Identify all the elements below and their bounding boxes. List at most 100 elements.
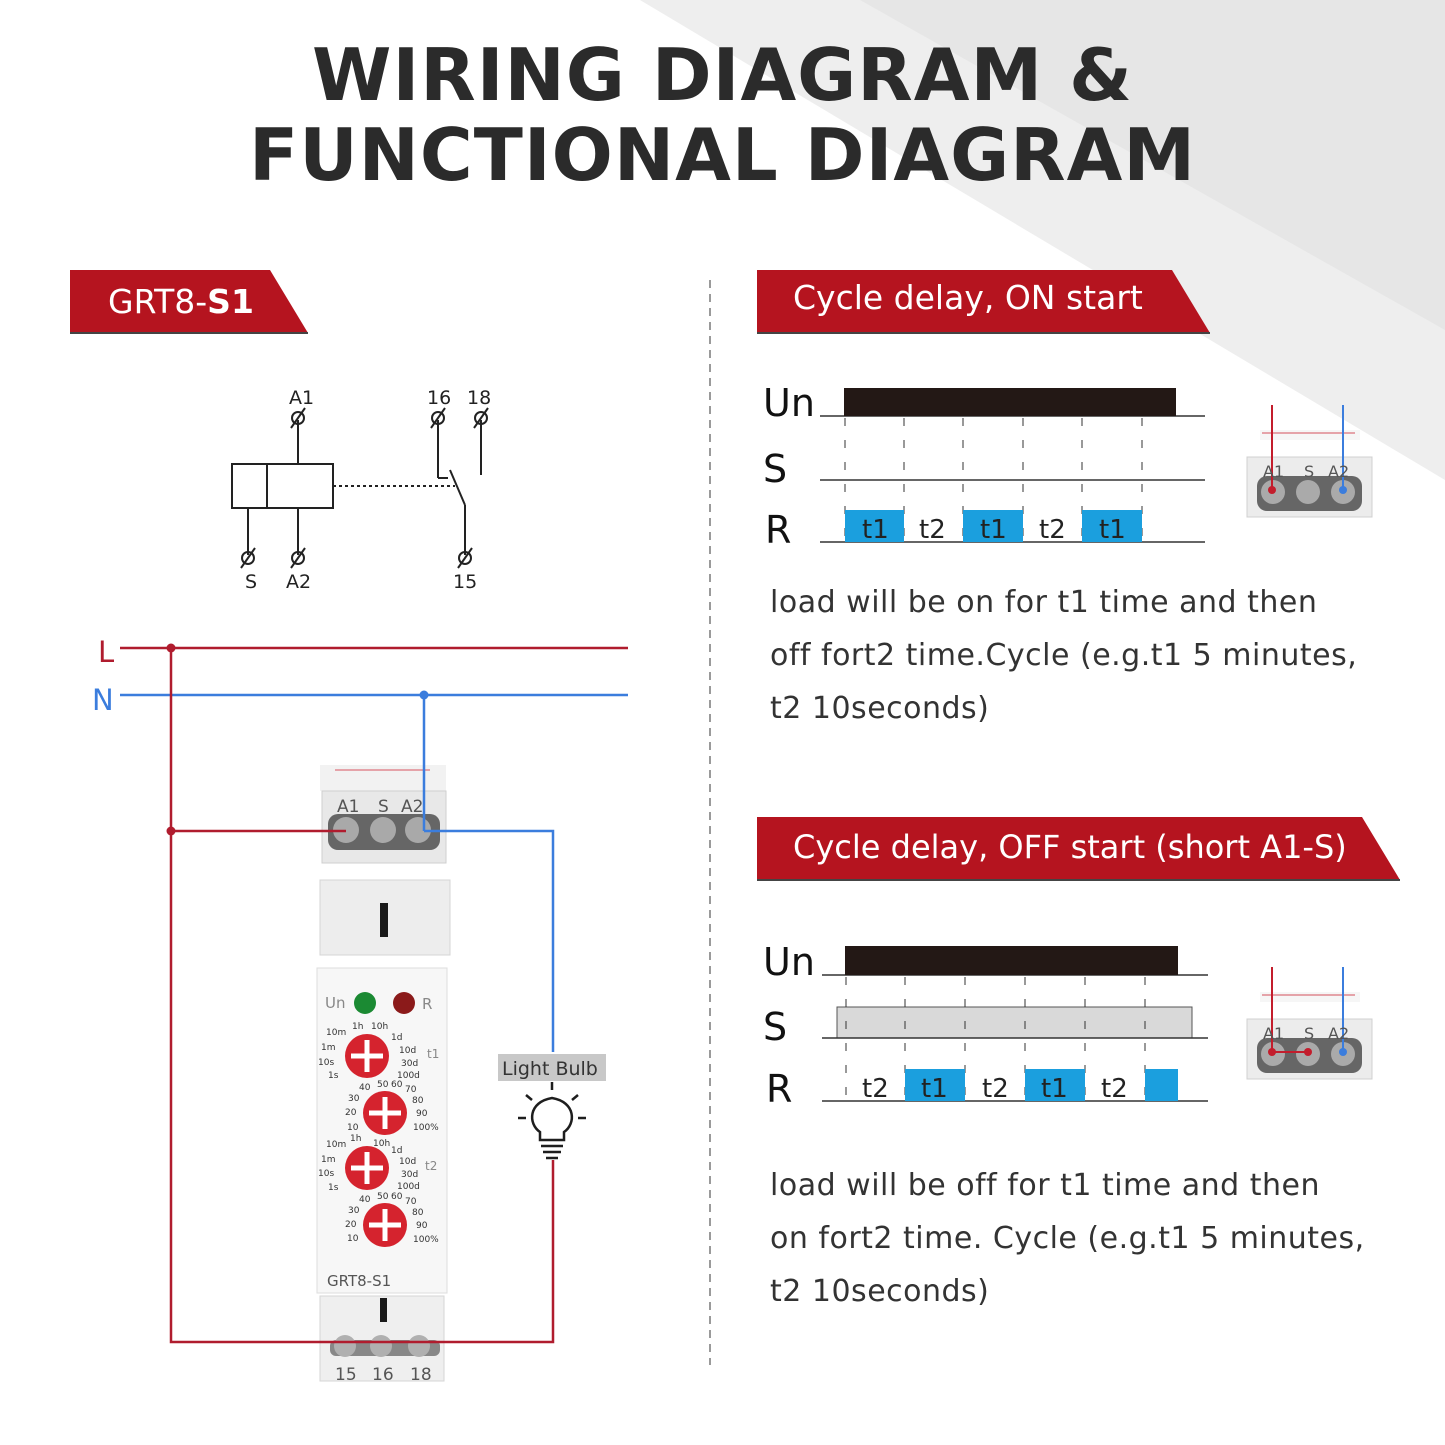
s-bar (836, 1006, 1193, 1039)
un-bar (844, 388, 1176, 416)
dial3-scale-1d: 1d (391, 1146, 402, 1156)
dial3-scale-30d: 30d (401, 1170, 418, 1180)
diagram1-banner (757, 270, 1210, 334)
schematic-label-18: 18 (467, 387, 491, 409)
diagram2-description: load will be off for t1 time and then on… (770, 1159, 1410, 1318)
terminal-symbol-a1 (290, 407, 306, 429)
dial-2 (363, 1091, 407, 1135)
r-led (393, 992, 415, 1014)
timing-diagram-1 (820, 388, 1205, 543)
diagram1-description-line: load will be on for t1 time and then (770, 585, 1318, 620)
dial2-scale-10: 10 (347, 1123, 359, 1133)
dial2-scale-50: 50 (377, 1080, 389, 1090)
device-terminal-15: 15 (335, 1365, 357, 1385)
d2-seg-4: t2 (1101, 1074, 1128, 1104)
schematic-label-s: S (245, 571, 257, 593)
d1-row-label-s: S (763, 447, 787, 491)
dial4-scale-80: 80 (412, 1208, 424, 1218)
dial4-scale-20: 20 (345, 1220, 357, 1230)
line-label: L (98, 635, 114, 669)
d2-seg-1: t1 (921, 1074, 948, 1104)
un-bar (845, 946, 1178, 975)
schematic-label-a2: A2 (286, 571, 311, 593)
diagram2-description-line: load will be off for t1 time and then (770, 1168, 1320, 1203)
pulse-t1-b (1025, 1069, 1085, 1101)
dial3-scale-10h: 10h (373, 1139, 390, 1149)
dial2-scale-20: 20 (345, 1108, 357, 1118)
dial3-scale-1m: 1m (321, 1155, 336, 1165)
light-bulb-icon (518, 1082, 586, 1160)
dial3-scale-10m: 10m (326, 1140, 346, 1150)
d1-seg-0: t1 (862, 515, 889, 545)
relay-schematic (231, 407, 489, 569)
wiring (120, 643, 628, 1344)
diagram1-description-line: off fort2 time.Cycle (e.g.t1 5 minutes, (770, 638, 1358, 673)
dial2-scale-90: 90 (416, 1109, 428, 1119)
light-bulb-label-bg (498, 1054, 606, 1081)
d2-seg-2: t2 (982, 1074, 1009, 1104)
schematic-label-16: 16 (427, 387, 451, 409)
dial4-scale-30: 30 (348, 1206, 360, 1216)
diagram1-description-line: t2 10seconds) (770, 691, 990, 726)
d1-terminal-a2: A2 (1328, 462, 1349, 481)
terminal-symbol-18 (473, 407, 489, 429)
neutral-label: N (92, 683, 114, 717)
d1-row-label-r: R (765, 508, 791, 552)
d2-seg-0: t2 (862, 1074, 889, 1104)
dial1-scale-10d: 10d (399, 1046, 416, 1056)
dial1-scale-100d: 100d (397, 1071, 420, 1081)
terminal-screw-s (370, 817, 396, 843)
dial1-scale-1s: 1s (328, 1071, 339, 1081)
pulse-t1-a (905, 1069, 965, 1101)
d2-row-label-s: S (763, 1005, 787, 1049)
un-led (354, 992, 376, 1014)
terminal-block-2 (1246, 967, 1373, 1080)
dial1-scale-10h: 10h (371, 1022, 388, 1032)
bulb-neutral-wire (424, 829, 555, 1052)
dial2-scale-30: 30 (348, 1094, 360, 1104)
d1-terminal-a1: A1 (1263, 462, 1284, 481)
dial1-scale-30d: 30d (401, 1059, 418, 1069)
dial1-scale-1d: 1d (391, 1033, 402, 1043)
dial2-scale-70: 70 (405, 1085, 417, 1095)
dial3-scale-1s: 1s (328, 1183, 339, 1193)
dial-3 (345, 1146, 389, 1190)
dial4-scale-50: 50 (377, 1192, 389, 1202)
dial4-scale-60: 60 (391, 1192, 403, 1202)
d1-row-label-un: Un (763, 381, 815, 425)
pulse-t1-c (1082, 510, 1142, 542)
dial3-scale-1h: 1h (350, 1134, 361, 1144)
terminal-screw-16 (370, 1335, 392, 1357)
device-model-label: GRT8-S1 (327, 1272, 391, 1290)
dial1-scale-1h: 1h (352, 1022, 363, 1032)
diagram2-description-line: t2 10seconds) (770, 1274, 990, 1309)
dial4-scale-70: 70 (405, 1197, 417, 1207)
relay-coil (231, 463, 334, 509)
diagram2-banner (757, 817, 1400, 881)
d1-seg-3: t2 (1039, 515, 1066, 545)
dial-1 (345, 1034, 389, 1078)
dial4-scale-100: 100% (413, 1235, 439, 1245)
device-terminal-16: 16 (372, 1365, 394, 1385)
load-return-wire (169, 648, 555, 1344)
pulse-t1-b (963, 510, 1023, 542)
d1-seg-4: t1 (1099, 515, 1126, 545)
dial3-scale-10s: 10s (318, 1169, 334, 1179)
terminal-screw-18 (408, 1335, 430, 1357)
d2-seg-3: t1 (1041, 1074, 1068, 1104)
d2-row-label-r: R (766, 1067, 792, 1111)
terminal-symbol-a2 (290, 547, 306, 569)
model-banner: GRT8-S1 (70, 270, 308, 334)
diagram2-banner-text: Cycle delay, OFF start (short A1-S) (793, 828, 1347, 866)
device-terminal-18: 18 (410, 1365, 432, 1385)
device-terminal-s: S (378, 797, 389, 817)
terminal-symbol-s (240, 547, 256, 569)
diagram1-description: load will be on for t1 time and then off… (770, 576, 1410, 735)
device-terminal-a2: A2 (401, 797, 423, 817)
diagram1-banner-text: Cycle delay, ON start (793, 278, 1143, 317)
pulse-t1-a (845, 510, 904, 542)
page-title-line-1: WIRING DIAGRAM & (312, 33, 1133, 117)
diagram2-description-line: on fort2 time. Cycle (e.g.t1 5 minutes, (770, 1221, 1365, 1256)
